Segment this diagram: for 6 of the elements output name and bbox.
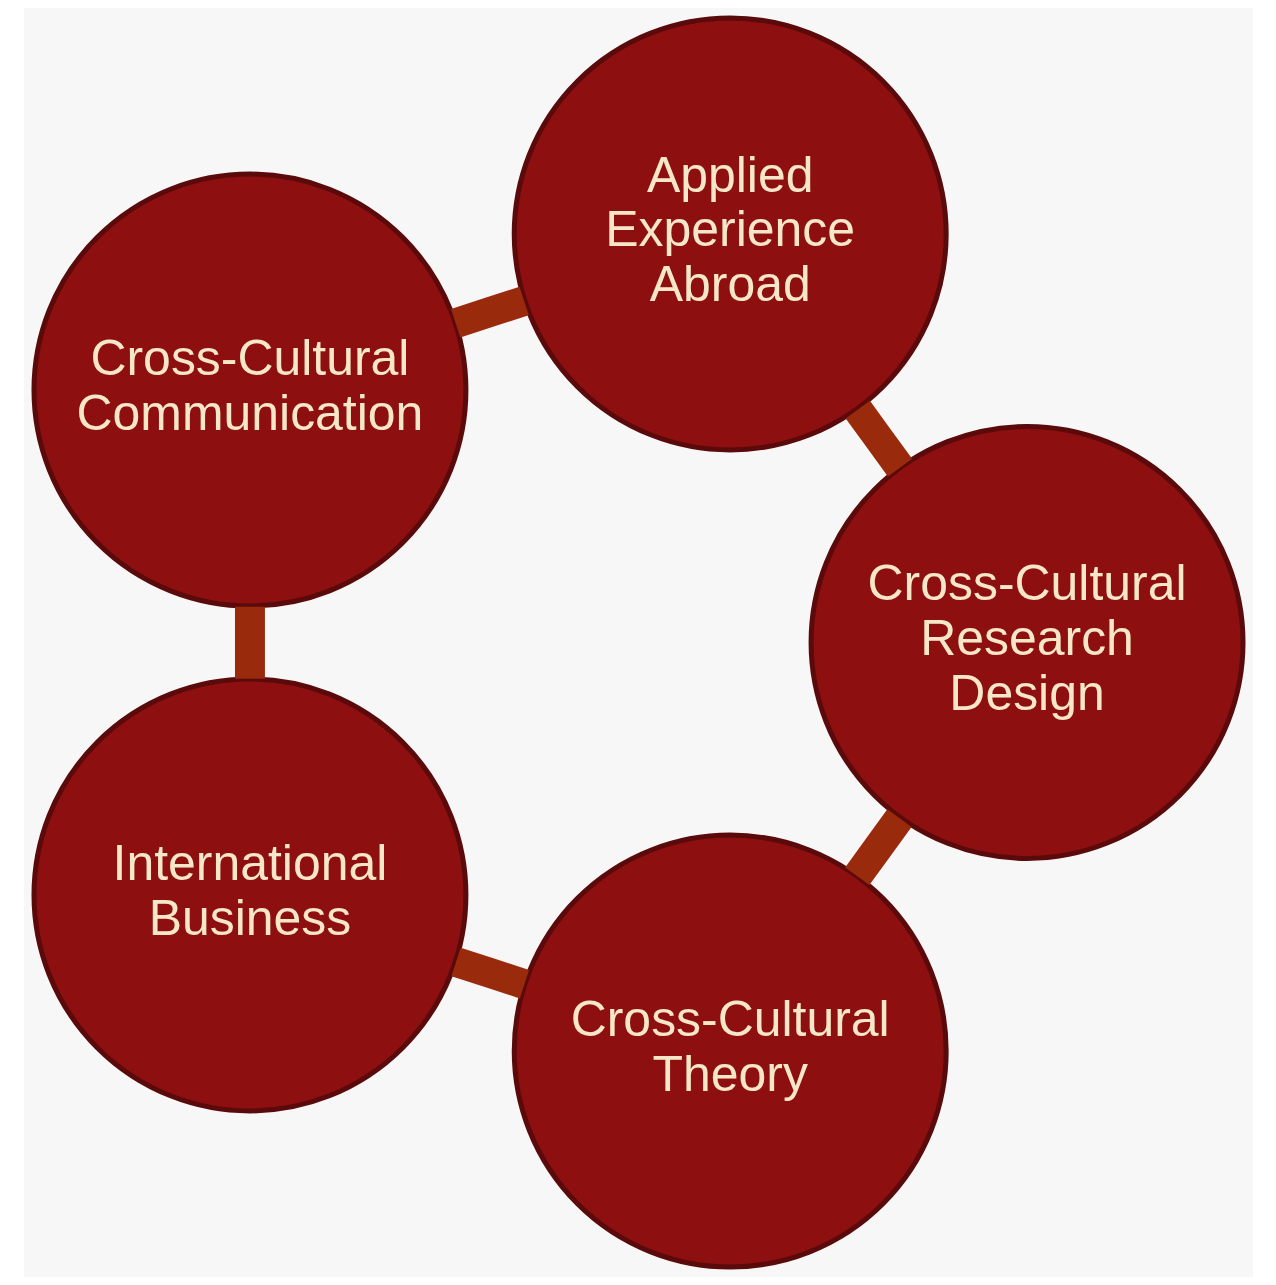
node-circle: Cross-Cultural Research Design (808, 424, 1245, 861)
node-circle: Applied Experience Abroad (511, 15, 949, 453)
node-circle: International Business (31, 676, 468, 1114)
connector (234, 606, 265, 679)
node-circle: Cross-Cultural Communication (31, 171, 468, 609)
node-circle: Cross-Cultural Theory (511, 832, 949, 1270)
